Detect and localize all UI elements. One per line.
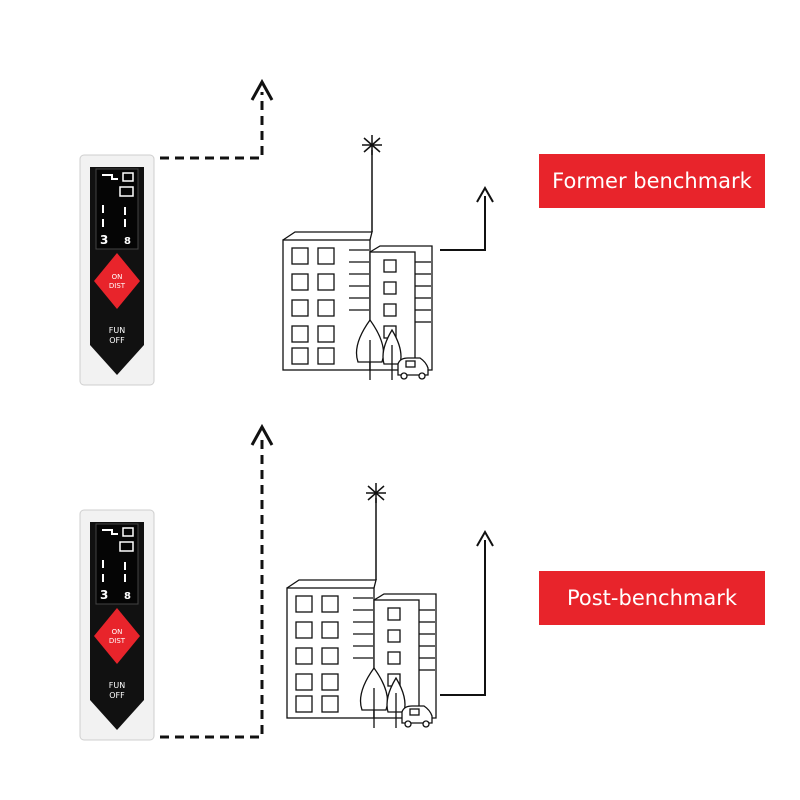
on-dist-button[interactable] <box>94 253 140 309</box>
scene-post-benchmark: 3 8 ON DIST FUN OFF <box>0 400 800 800</box>
off-button-label: OFF <box>109 691 125 700</box>
screen-digit-right: 8 <box>124 591 131 602</box>
buildings-illustration <box>286 483 437 728</box>
laser-distance-meter: 3 8 ON DIST FUN OFF <box>79 509 155 741</box>
up-arrow-icon <box>250 423 274 446</box>
dashed-measurement-line <box>160 92 264 160</box>
scene-illustration: 3 8 ON DIST FUN OFF <box>79 78 494 386</box>
fun-button-label[interactable]: FUN <box>109 681 125 690</box>
former-benchmark-label: Former benchmark <box>539 154 765 208</box>
antenna-star-icon <box>366 483 386 503</box>
on-dist-button[interactable] <box>94 608 140 664</box>
car-icon <box>401 705 433 728</box>
dist-button-label: DIST <box>109 637 126 645</box>
screen-digit-left: 3 <box>100 233 108 247</box>
buildings-illustration <box>282 135 433 380</box>
scene-former-benchmark: 3 8 ON DIST FUN OFF <box>79 78 765 386</box>
benchmark-line <box>440 540 486 696</box>
up-arrow-icon <box>476 185 494 203</box>
on-button-label: ON <box>112 273 123 281</box>
car-icon <box>397 357 429 380</box>
on-button-label: ON <box>112 628 123 636</box>
laser-distance-meter: 3 8 ON DIST FUN OFF <box>79 154 155 386</box>
benchmark-line <box>440 196 486 251</box>
off-button-label: OFF <box>109 336 125 345</box>
antenna-star-icon <box>362 135 382 155</box>
screen-digit-left: 3 <box>100 588 108 602</box>
post-benchmark-label: Post-benchmark <box>539 571 765 625</box>
up-arrow-icon <box>476 529 494 547</box>
fun-button-label[interactable]: FUN <box>109 326 125 335</box>
screen-digit-right: 8 <box>124 236 131 247</box>
up-arrow-icon <box>250 78 274 101</box>
dashed-measurement-line <box>160 440 264 739</box>
scene-illustration: 3 8 ON DIST FUN OFF <box>79 423 494 741</box>
dist-button-label: DIST <box>109 282 126 290</box>
